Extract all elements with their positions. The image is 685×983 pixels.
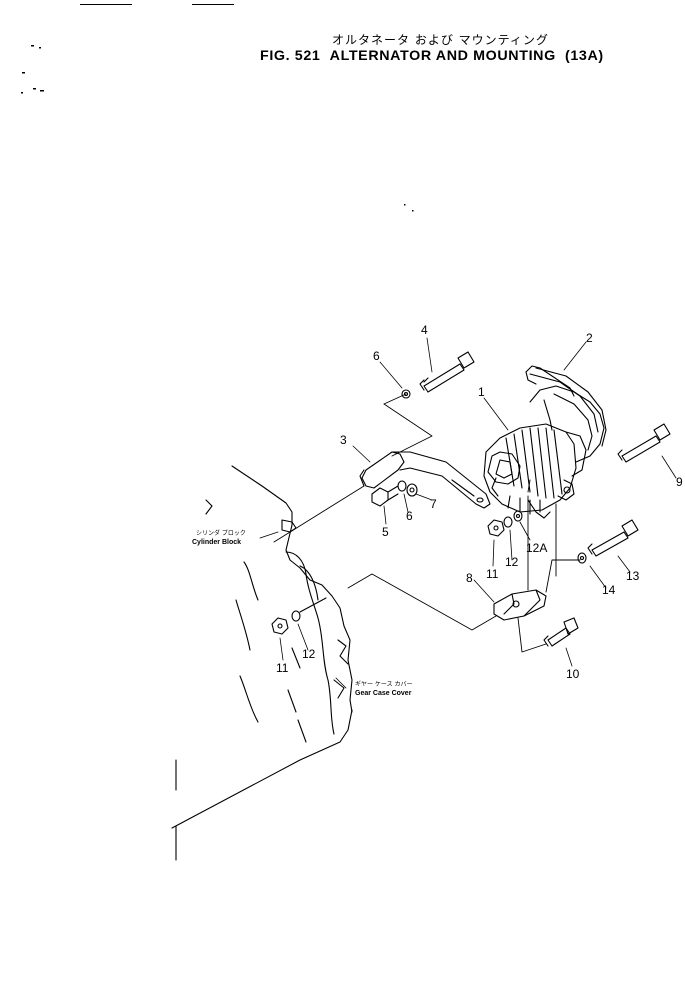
cylinder-block-label: Cylinder Block (192, 539, 241, 546)
callout-9: 9 (676, 475, 683, 489)
callout-11-upper: 11 (486, 567, 499, 581)
adjusting-bracket-3 (359, 451, 491, 509)
figure-model: (13A) (564, 47, 604, 63)
bolt-9 (617, 423, 671, 463)
gear-case-cover-label-jp: ギヤー ケース カバー (355, 681, 413, 688)
component-labels: シリンダ ブロック Cylinder Block ギヤー ケース カバー Gea… (192, 529, 413, 697)
alternator-1 (483, 365, 605, 519)
callout-6-upper: 6 (373, 349, 380, 363)
bolt-13 (587, 519, 639, 557)
header-rule-right (192, 4, 234, 5)
callout-10: 10 (566, 667, 580, 681)
cylinder-block-pointer (259, 531, 279, 539)
callout-leaders (279, 337, 677, 667)
gear-case-pointer (335, 677, 347, 689)
callout-12-upper: 12 (505, 555, 519, 569)
callout-12A: 12A (526, 541, 547, 555)
figure-title-text: ALTERNATOR AND MOUNTING (329, 47, 556, 63)
gear-case-cover-label: Gear Case Cover (355, 690, 412, 697)
washers-6-7 (397, 480, 418, 497)
callout-14: 14 (602, 583, 616, 597)
assembly-lines (273, 393, 581, 653)
header-rule-left (80, 4, 132, 5)
bolt-10 (543, 617, 579, 647)
callout-12-lower: 12 (302, 647, 316, 661)
washer-14 (577, 552, 587, 564)
callout-7: 7 (430, 497, 437, 511)
figure-title: FIG. 521 ALTERNATOR AND MOUNTING (13A) (260, 47, 613, 63)
bracket-8 (493, 589, 547, 621)
engine-block-drawing (171, 465, 353, 861)
callout-11-lower: 11 (276, 661, 289, 675)
bolt-4 (419, 351, 475, 393)
figure-number: FIG. 521 (260, 47, 321, 63)
cylinder-block-label-jp: シリンダ ブロック (196, 529, 246, 537)
bolt-5 (371, 485, 399, 507)
pulley-2 (529, 367, 607, 447)
callout-6-lower: 6 (406, 509, 413, 523)
washer-6-upper (401, 389, 411, 399)
callout-13: 13 (626, 569, 640, 583)
callout-1: 1 (478, 385, 485, 399)
nut-washer-group-lower (271, 597, 327, 635)
callout-4: 4 (421, 323, 428, 337)
callout-3: 3 (340, 433, 347, 447)
margin-marks (21, 45, 414, 212)
callout-5: 5 (382, 525, 389, 539)
nut-washer-group-upper (487, 510, 523, 537)
callout-2: 2 (586, 331, 593, 345)
callout-8: 8 (466, 571, 473, 585)
callout-numbers: 4 6 1 2 3 5 6 7 9 11 12 12A 13 14 8 10 1… (276, 323, 683, 681)
title-japanese: オルタネータ および マウンティング (332, 33, 549, 47)
